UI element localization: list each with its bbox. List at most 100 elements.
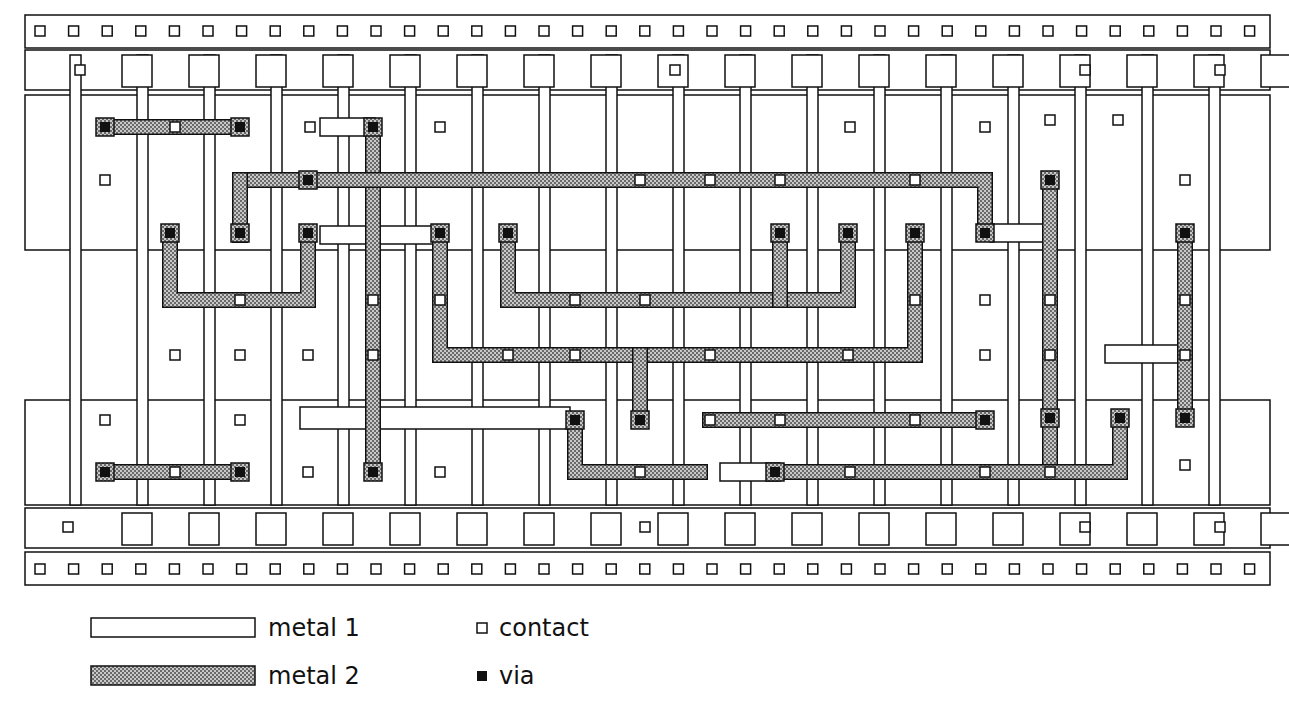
via-cut [503,228,513,238]
rail-tab [1261,513,1289,545]
contact-cut [640,564,650,574]
contact-cut [1215,522,1225,532]
legend-entry: metal 2 [90,662,360,690]
rail-tab [122,513,152,545]
contact-cut [368,350,378,360]
poly-strip [673,55,684,505]
contact-cut [136,26,146,36]
contact-cut [1180,460,1190,470]
contact-cut [235,350,245,360]
via-pad [299,224,317,242]
contact-cut [635,175,645,185]
contact-cut [303,350,313,360]
contact-cut [707,564,717,574]
rail-tab [189,55,219,87]
contact-cut [435,295,445,305]
rail-tab [390,55,420,87]
supply-rail [25,552,1270,585]
poly-strip [1142,55,1153,505]
rail-tab [323,55,353,87]
via-pad [976,224,994,242]
poly-strip [1075,55,1086,505]
contact-cut [1043,564,1053,574]
metal2-outline [772,233,788,300]
contact-cut [1045,467,1055,477]
contact-cut [539,564,549,574]
via-cut [1045,175,1055,185]
via-cut [303,175,313,185]
contact-cut [707,26,717,36]
contact-cut [640,26,650,36]
contact-cut [570,295,580,305]
contact-cut [1045,350,1055,360]
contact-cut [539,26,549,36]
contact-cut [1180,295,1190,305]
contact-cut [503,350,513,360]
contact-cut [69,564,79,574]
contact-cut [435,122,445,132]
contact-cut [371,26,381,36]
via-cut [235,228,245,238]
contact-cut [640,522,650,532]
contact-cut [1180,175,1190,185]
contact-cut [35,564,45,574]
contact-cut [1144,26,1154,36]
legend-label: via [499,662,535,690]
metal2-wire [710,414,985,427]
rail-tab [926,513,956,545]
via-pad [96,463,114,481]
contact-cut [203,564,213,574]
via-pad [1176,409,1194,427]
via-cut [435,228,445,238]
legend-label: metal 2 [268,662,360,690]
legend-entry: via [475,662,535,690]
metal2-outline [105,464,240,480]
contact-cut [808,26,818,36]
metal2-outline [1177,233,1193,418]
contact-cut [1211,26,1221,36]
contact-cut [1077,564,1087,574]
contact-cut [845,122,855,132]
rail-tab [792,55,822,87]
rail-tab [658,513,688,545]
contact-cut [606,564,616,574]
metal2-outline [170,233,308,300]
contact-cut [305,122,315,132]
via-pad [766,463,784,481]
metal1-jumper [300,407,570,429]
via-cut [770,467,780,477]
contact-cut [1043,26,1053,36]
via-cut [910,228,920,238]
contact-cut [1245,26,1255,36]
via-pad [96,118,114,136]
contact-cut [237,564,247,574]
contact-cut [170,122,180,132]
via-pad [771,224,789,242]
poly-strip [1008,55,1019,505]
rail-tab [725,513,755,545]
metal2-outline [710,412,985,428]
rail-tab [1194,513,1224,545]
contact-cut [1110,26,1120,36]
contact-cut [741,26,751,36]
contact-cut [170,467,180,477]
via-pad [161,224,179,242]
via-cut [775,228,785,238]
metal1-jumper [1105,345,1185,363]
contact-cut [910,295,920,305]
via-pad [1111,409,1129,427]
contact-cut [102,564,112,574]
contact-cut [169,564,179,574]
via-cut [843,228,853,238]
contact-cut [472,564,482,574]
contact-cut [980,467,990,477]
via-pad [906,224,924,242]
metal1-jumper [990,224,1050,242]
contact-cut [100,415,110,425]
contact-cut [337,564,347,574]
poly-strip [941,55,952,505]
contact-cut [942,26,952,36]
contact-cut [1110,564,1120,574]
contact-cut [337,26,347,36]
rail-tab [658,55,688,87]
